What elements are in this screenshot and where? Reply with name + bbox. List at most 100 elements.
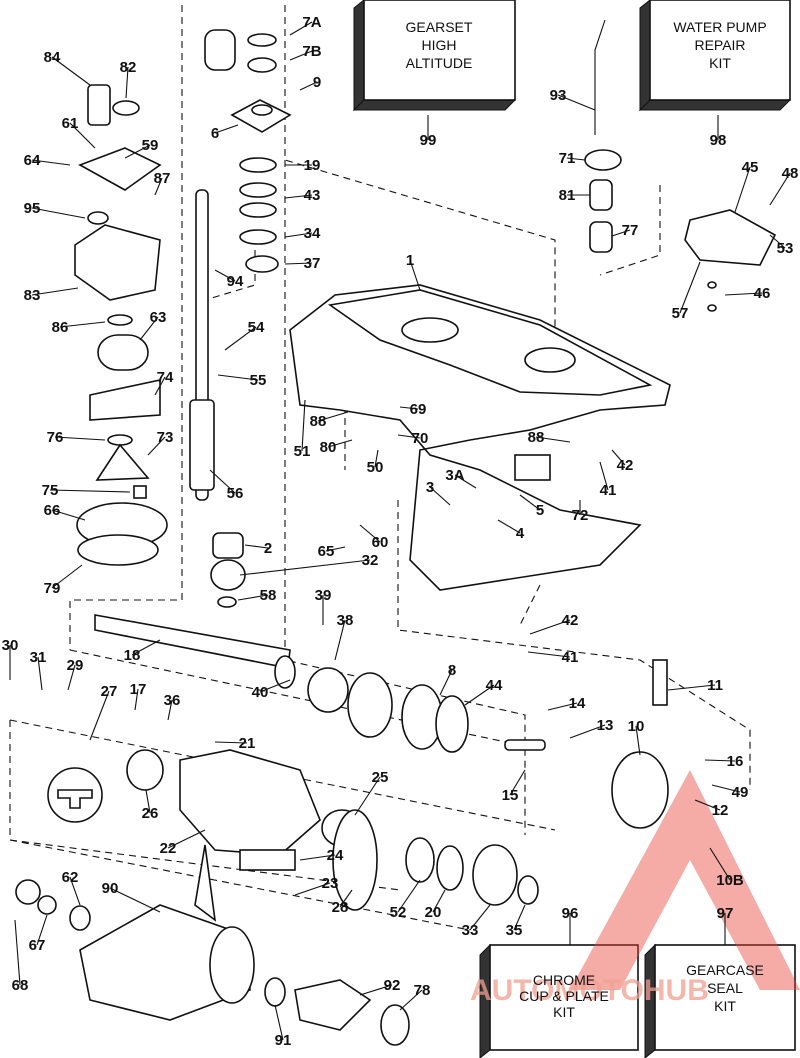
leader-line-75 <box>49 489 131 493</box>
water-pump-kit-line-3: KIT <box>709 55 731 71</box>
callout-48: 48 <box>782 165 799 182</box>
callout-87: 87 <box>154 170 171 187</box>
leader-line-44 <box>464 684 495 706</box>
detail-inset <box>47 767 103 823</box>
callout-23: 23 <box>322 875 339 892</box>
chrome-cup-plate-kit-box <box>479 943 639 1058</box>
callout-24: 24 <box>327 847 344 864</box>
callout-7b: 7B <box>302 43 321 60</box>
callout-91: 91 <box>275 1032 292 1049</box>
leader-line-38 <box>334 619 346 661</box>
callout-3: 3 <box>426 479 434 496</box>
callout-68: 68 <box>12 977 29 994</box>
leader-line-73 <box>147 436 166 456</box>
leader-line-7a <box>289 21 313 36</box>
water-pump-repair-kit-box <box>638 0 792 112</box>
pinion-gear-bearing <box>210 532 246 608</box>
watermark-text: AUTOMOTOHUB <box>470 974 709 1007</box>
leader-line-28 <box>339 889 353 908</box>
leader-line-56 <box>209 469 236 494</box>
callout-63: 63 <box>150 309 167 326</box>
callout-7a: 7A <box>302 14 321 31</box>
callout-41b: 41 <box>562 649 579 666</box>
leader-line-7b <box>289 50 313 61</box>
leader-line-74 <box>154 376 166 396</box>
callout-25: 25 <box>372 769 389 786</box>
callout-38: 38 <box>337 612 354 629</box>
shift-rod-seal-housing <box>230 99 292 133</box>
callout-76: 76 <box>47 429 64 446</box>
callout-8: 8 <box>448 662 456 679</box>
leader-line-17 <box>134 688 139 711</box>
leader-line-90 <box>109 887 161 913</box>
chrome-kit-line-2: CUP & PLATE <box>519 988 609 1004</box>
callout-45: 45 <box>742 159 759 176</box>
callout-21: 21 <box>239 735 256 752</box>
leader-line-88a <box>317 411 349 422</box>
callout-80: 80 <box>320 439 337 456</box>
leader-line-88b <box>535 436 571 443</box>
callout-10b: 10B <box>716 872 744 889</box>
leader-line-69 <box>399 406 419 410</box>
leader-line-94 <box>214 269 236 282</box>
chrome-kit-line-1: CHROME <box>533 972 595 988</box>
callout-94: 94 <box>227 273 244 290</box>
callout-27: 27 <box>101 683 118 700</box>
leader-line-3a <box>454 474 477 489</box>
callout-82: 82 <box>120 59 137 76</box>
callout-77: 77 <box>622 222 639 239</box>
leader-line-21 <box>214 741 248 744</box>
water-tube-parts <box>584 19 622 253</box>
leader-line-8 <box>439 669 453 696</box>
callout-78: 78 <box>414 982 431 999</box>
callout-60: 60 <box>372 534 389 551</box>
chrome-kit-line-3: KIT <box>553 1004 575 1020</box>
leader-line-62 <box>69 876 81 906</box>
water-pump-kit-line-2: REPAIR <box>694 37 745 53</box>
callout-34: 34 <box>304 225 321 242</box>
callout-96: 96 <box>562 905 579 922</box>
leader-line-26 <box>145 789 151 814</box>
water-pump-kit-line-1: WATER PUMP <box>673 19 766 35</box>
leader-line-91 <box>274 1004 284 1041</box>
callout-49: 49 <box>732 784 749 801</box>
callout-69: 69 <box>410 401 427 418</box>
callout-20: 20 <box>425 904 442 921</box>
water-pump-kit-housing <box>684 209 777 312</box>
callout-72: 72 <box>572 507 589 524</box>
callout-99: 99 <box>420 132 437 149</box>
leader-line-41b <box>527 651 571 658</box>
bearing-carrier <box>126 749 321 871</box>
leader-line-15 <box>509 769 526 796</box>
callout-62: 62 <box>62 869 79 886</box>
leader-line-20 <box>432 889 446 913</box>
leader-line-9 <box>299 81 318 91</box>
callout-73: 73 <box>157 429 174 446</box>
callout-10: 10 <box>628 718 645 735</box>
callout-12: 12 <box>712 802 729 819</box>
leader-line-18 <box>131 639 161 656</box>
leader-line-29 <box>67 664 76 691</box>
leader-line-87 <box>154 177 163 196</box>
leader-line-58 <box>237 594 269 601</box>
leader-line-70 <box>397 434 421 439</box>
leader-line-32 <box>239 559 371 576</box>
leader-line-67 <box>36 914 48 946</box>
callout-52: 52 <box>390 904 407 921</box>
leader-lines <box>9 21 791 1041</box>
reverse-gear-group <box>321 809 539 911</box>
water-pump-parts <box>74 84 168 566</box>
leader-line-95 <box>31 207 86 219</box>
callout-75: 75 <box>42 482 59 499</box>
leader-line-11 <box>667 684 716 691</box>
leader-line-43 <box>284 194 313 199</box>
gearcase-seal-kit-box <box>644 943 796 1058</box>
callout-74: 74 <box>157 369 174 386</box>
callout-53: 53 <box>777 240 794 257</box>
leader-line-60 <box>359 524 381 543</box>
propeller-and-hardware <box>15 844 410 1046</box>
callout-81: 81 <box>559 187 576 204</box>
driveshaft <box>189 189 215 501</box>
leader-line-12 <box>694 799 721 811</box>
leader-line-22 <box>167 829 206 849</box>
